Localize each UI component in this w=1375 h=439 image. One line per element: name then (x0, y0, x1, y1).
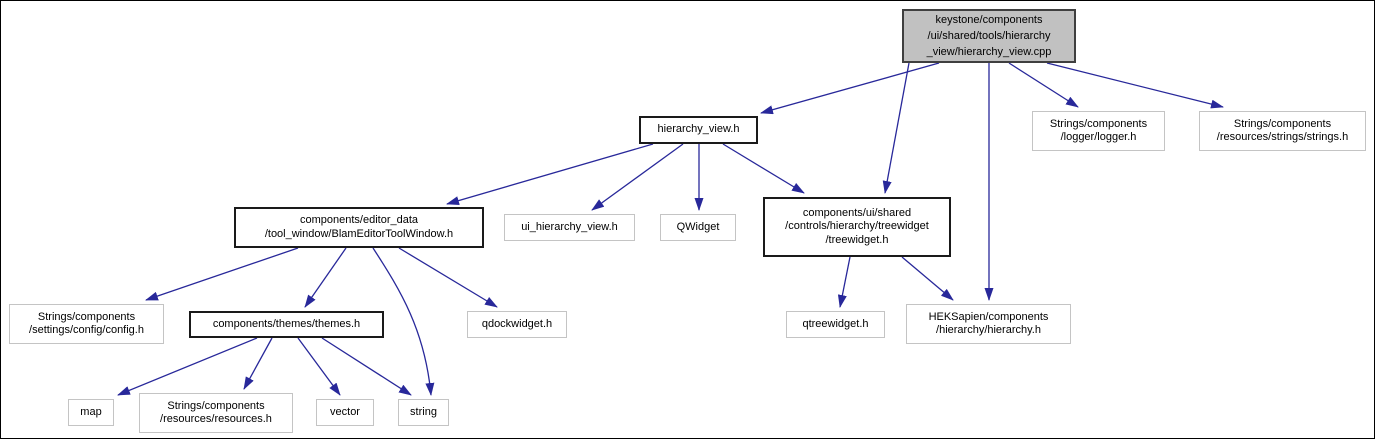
node-resources-h: Strings/components /resources/resources.… (139, 393, 293, 433)
edge-themes-h-to-resources-h (243, 337, 273, 390)
edge-treewidget-h-to-hierarchy-h (901, 256, 954, 301)
edge-themes-h-to-vector (297, 337, 341, 396)
node-blam-editor-tool-window-h[interactable]: components/editor_data /tool_window/Blam… (234, 207, 484, 248)
edge-themes-h-to-map (117, 337, 258, 396)
edge-hierarchy-view-h-to-ui-hierarchy-view-h (591, 143, 684, 211)
edge-cpp-to-logger-h (1008, 62, 1079, 108)
edge-treewidget-h-to-qtreewidget-h (837, 256, 851, 308)
node-config-h: Strings/components /settings/config/conf… (9, 304, 164, 344)
node-logger-h: Strings/components /logger/logger.h (1032, 111, 1165, 151)
node-hierarchy-view-h[interactable]: hierarchy_view.h (639, 116, 758, 144)
node-string: string (398, 399, 449, 426)
edge-blam-to-config-h (145, 247, 299, 301)
edge-hierarchy-view-h-to-treewidget-h (722, 143, 805, 194)
edge-cpp-to-treewidget-h (882, 62, 910, 194)
edge-blam-to-qdockwidget-h (398, 247, 498, 308)
node-vector: vector (316, 399, 374, 426)
node-qwidget: QWidget (660, 214, 736, 241)
node-strings-h: Strings/components /resources/strings/st… (1199, 111, 1366, 151)
node-qtreewidget-h: qtreewidget.h (786, 311, 885, 338)
edge-blam-to-themes-h (304, 247, 347, 308)
edge-hierarchy-view-h-to-blam (446, 143, 654, 205)
edge-cpp-to-strings-h (1046, 62, 1224, 109)
node-ui-hierarchy-view-h: ui_hierarchy_view.h (504, 214, 635, 241)
node-themes-h[interactable]: components/themes/themes.h (189, 311, 384, 338)
node-heksapien-hierarchy-h: HEKSapien/components /hierarchy/hierarch… (906, 304, 1071, 344)
edge-themes-h-to-string (321, 337, 412, 396)
edge-blam-to-string (372, 247, 435, 396)
node-treewidget-h[interactable]: components/ui/shared /controls/hierarchy… (763, 197, 951, 257)
node-hierarchy-view-cpp: keystone/components /ui/shared/tools/hie… (902, 9, 1076, 63)
node-map: map (68, 399, 114, 426)
node-qdockwidget-h: qdockwidget.h (467, 311, 567, 338)
edge-cpp-to-hierarchy-view-h (760, 62, 940, 115)
